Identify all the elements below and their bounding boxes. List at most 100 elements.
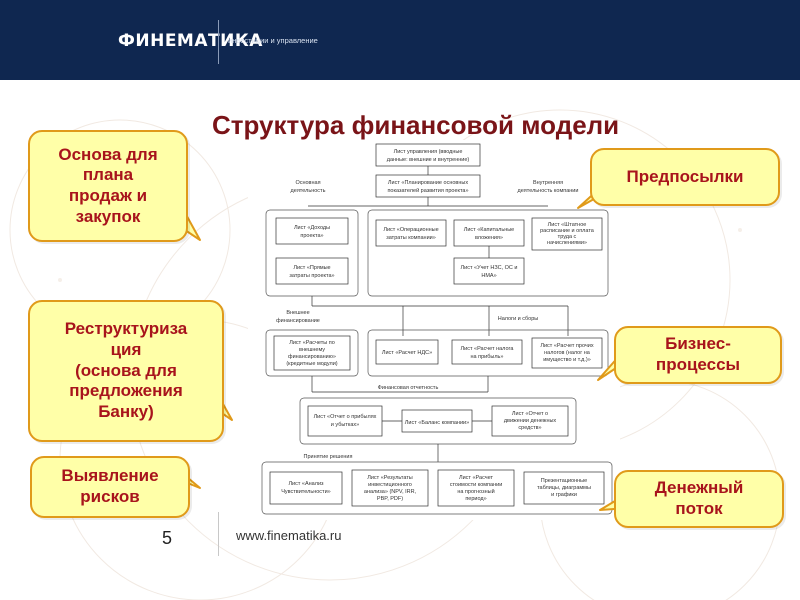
investment-box-line4: PBP, PDF) (377, 496, 403, 502)
decision-label: Принятие решения (304, 454, 353, 460)
callout-risks: Выявление рисков (30, 456, 190, 518)
investment-box-line2: инвестиционного (368, 482, 412, 488)
cf-box-line1: Лист «Отчет о (512, 411, 548, 417)
logo-divider (218, 20, 219, 64)
company-tagline: инвестиции и управление (228, 36, 318, 45)
planning-box-line2: показателей развития проекта» (387, 187, 468, 194)
other-taxes-box-line3: имущество и т.д.)» (543, 357, 591, 363)
sensitivity-box (269, 471, 343, 505)
direct-costs-box-line2: затраты проекта» (289, 273, 334, 279)
sensitivity-box-line2: Чувствительности» (281, 489, 330, 495)
decision-group (261, 461, 613, 515)
cf-box (491, 405, 569, 437)
callout-restructuring-line4: предложения (69, 381, 183, 401)
capex-box-line2: вложения» (475, 235, 503, 241)
callout-risks-line2: рисков (80, 487, 140, 506)
top-box-line1: Лист управления (вводные (394, 149, 463, 155)
ext-fin-box (273, 335, 351, 371)
ext-fin-box-line1: Лист «Расчеты по (289, 340, 335, 346)
income-box-line2: проекта» (300, 233, 323, 239)
staff-box-line3: труда с (558, 234, 577, 240)
valuation-box-line1: Лист «Расчет (459, 475, 494, 481)
income-box (275, 217, 349, 245)
other-taxes-box (531, 337, 603, 369)
staff-box-line2: расписание и оплата (540, 228, 595, 234)
callout-sales-line2: плана (82, 165, 134, 185)
pnl-box (307, 405, 383, 437)
fin-reporting-label: Финансовая отчетность (378, 385, 439, 391)
sensitivity-box-line1: Лист «Анализ (288, 481, 324, 487)
profit-tax-box-line1: Лист «Расчет налога (461, 346, 515, 352)
company-logo: ФИНЕМАТИКА (118, 31, 263, 51)
slide-title: Структура финансовой модели (212, 110, 620, 140)
valuation-box-line2: стоимости компании (450, 482, 503, 488)
staff-box-line1: Лист «Штатное (548, 222, 587, 228)
callout-assumptions: Предпосылки (590, 148, 780, 206)
staff-box (531, 217, 603, 251)
vat-nma-box-line1: Лист «Учет НЗС, ОС и (461, 265, 518, 271)
ext-financing-label-1: Внешнее (286, 310, 309, 316)
callout-restructuring-line3: (основа для (75, 360, 177, 380)
callout-sales-line1: Основа для (58, 144, 158, 164)
callout-sales-line3: продаж и (68, 186, 148, 205)
vat-nma-box-line2: НМА» (481, 273, 496, 279)
presentation-box (523, 471, 605, 505)
capex-box-line1: Лист «Капитальные (464, 227, 515, 233)
balance-box-line1: Лист «Баланс компании» (405, 420, 469, 426)
callout-restructuring-line2: ция (110, 339, 142, 359)
internal-activity-group (367, 209, 609, 297)
presentation-box-line3: и графики (551, 492, 577, 498)
callout-cashflow-line2: поток (675, 499, 723, 518)
callout-business-line2: процессы (655, 355, 741, 374)
page-number: 5 (162, 528, 173, 548)
capex-box (453, 219, 525, 247)
website-link[interactable]: www.finematika.ru (236, 528, 342, 543)
cf-box-line3: средств» (518, 425, 541, 431)
profit-tax-box (451, 339, 523, 365)
opex-box-line1: Лист «Операционные (383, 227, 438, 233)
ext-financing-label-2: финансирование (276, 318, 320, 324)
valuation-box-line4: период» (465, 496, 486, 502)
callout-cashflow-line1: Денежный (654, 478, 744, 498)
presentation-box-line1: Презентационные (541, 478, 587, 484)
investment-box-line1: Лист «Результаты (367, 475, 413, 481)
top-box-line2: данные: внешние и внутренние) (387, 157, 470, 163)
callout-business-processes: Бизнес- процессы (614, 326, 782, 384)
profit-tax-box-line2: на прибыль» (471, 354, 504, 360)
callout-assumptions-line1: Предпосылки (626, 166, 744, 186)
opex-box (375, 219, 447, 247)
direct-costs-box-line1: Лист «Прямые (293, 265, 330, 271)
direct-costs-box (275, 257, 349, 285)
callout-restructuring: Реструктуриза ция (основа для предложени… (28, 300, 224, 442)
planning-box-line1: Лист «Планирование основных (388, 180, 468, 186)
ext-fin-box-line3: финансированию» (288, 354, 336, 360)
investment-box-line3: анализа» (NPV, IRR, (364, 489, 417, 495)
main-activity-label-1: Основная (295, 180, 320, 186)
taxes-label: Налоги и сборы (498, 316, 539, 322)
callout-restructuring-line5: Банку) (98, 402, 154, 422)
vat-nma-box (453, 257, 525, 285)
pnl-box-line2: и убытках» (331, 422, 359, 428)
staff-box-line4: начислениями» (547, 240, 587, 246)
other-taxes-box-line2: налогов (налог на (544, 350, 591, 356)
callout-sales-line4: закупок (75, 206, 141, 226)
callout-sales-plan: Основа для плана продаж и закупок (28, 130, 188, 242)
callout-cash-flow: Денежный поток (614, 470, 784, 528)
opex-box-line2: затраты компании» (386, 235, 436, 241)
presentation-box-line2: таблицы, диаграммы (537, 485, 591, 491)
footer-divider (218, 512, 219, 556)
callout-risks-line1: Выявление (61, 466, 159, 486)
vat-calc-box (375, 339, 439, 365)
callout-restructuring-line1: Реструктуриза (64, 319, 188, 339)
income-box-line1: Лист «Доходы (294, 225, 330, 231)
header-bar: ФИНЕМАТИКА инвестиции и управление (0, 0, 800, 80)
vat-calc-box-line1: Лист «Расчет НДС» (382, 350, 432, 356)
main-activity-label-2: деятельность (291, 188, 326, 194)
internal-activity-label-1: Внутренняя (533, 180, 563, 186)
internal-activity-label-2: деятельность компании (518, 188, 579, 194)
callout-business-line1: Бизнес- (665, 334, 731, 354)
investment-box (351, 469, 429, 507)
valuation-box (437, 469, 515, 507)
cf-box-line2: движении денежных (504, 418, 557, 424)
other-taxes-box-line1: Лист «Расчет прочих (540, 343, 593, 349)
